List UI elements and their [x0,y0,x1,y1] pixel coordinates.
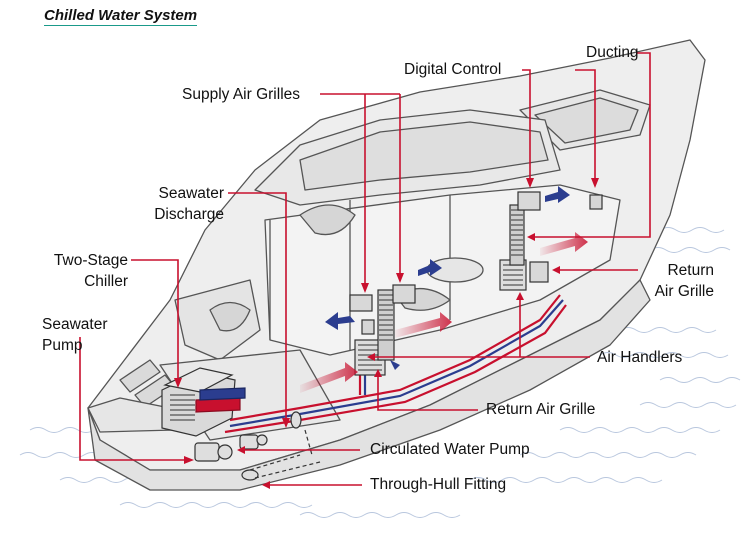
water-ripples [19,227,741,518]
label-ducting: Ducting [586,44,639,61]
label-return-air-grille: Return Air Grille [486,401,596,418]
two-stage-chiller-unit [161,367,246,437]
label-circulated-water-pump: Circulated Water Pump [370,441,530,458]
label-air-handlers: Air Handlers [597,349,683,366]
airflow-arrows [300,186,588,393]
label-two-stage-chiller-line1: Two-Stage [53,252,128,269]
label-seawater-discharge-line1: Seawater [158,185,224,202]
label-digital-control: Digital Control [404,61,502,78]
air-handler-left [349,284,416,376]
leader-lines [79,52,651,486]
pump-units [194,411,302,481]
label-two-stage-chiller-line2: Chiller [84,273,128,290]
label-supply-air-grilles: Supply Air Grilles [182,86,301,103]
label-seawater-pump-line2: Pump [42,337,83,354]
label-return-air-grille-right-line1: Return [667,262,714,279]
label-seawater-pump-line1: Seawater [42,316,108,333]
label-seawater-discharge-line2: Discharge [154,206,224,223]
label-through-hull-fitting: Through-Hull Fitting [370,476,507,493]
air-handler-right [499,191,549,291]
leader-arrowheads [174,178,599,489]
seawater-lines [249,429,321,479]
label-return-air-grille-right-line2: Air Grille [654,283,714,300]
digital-control-units [361,194,603,335]
diagram-title: Chilled Water System [44,7,198,26]
